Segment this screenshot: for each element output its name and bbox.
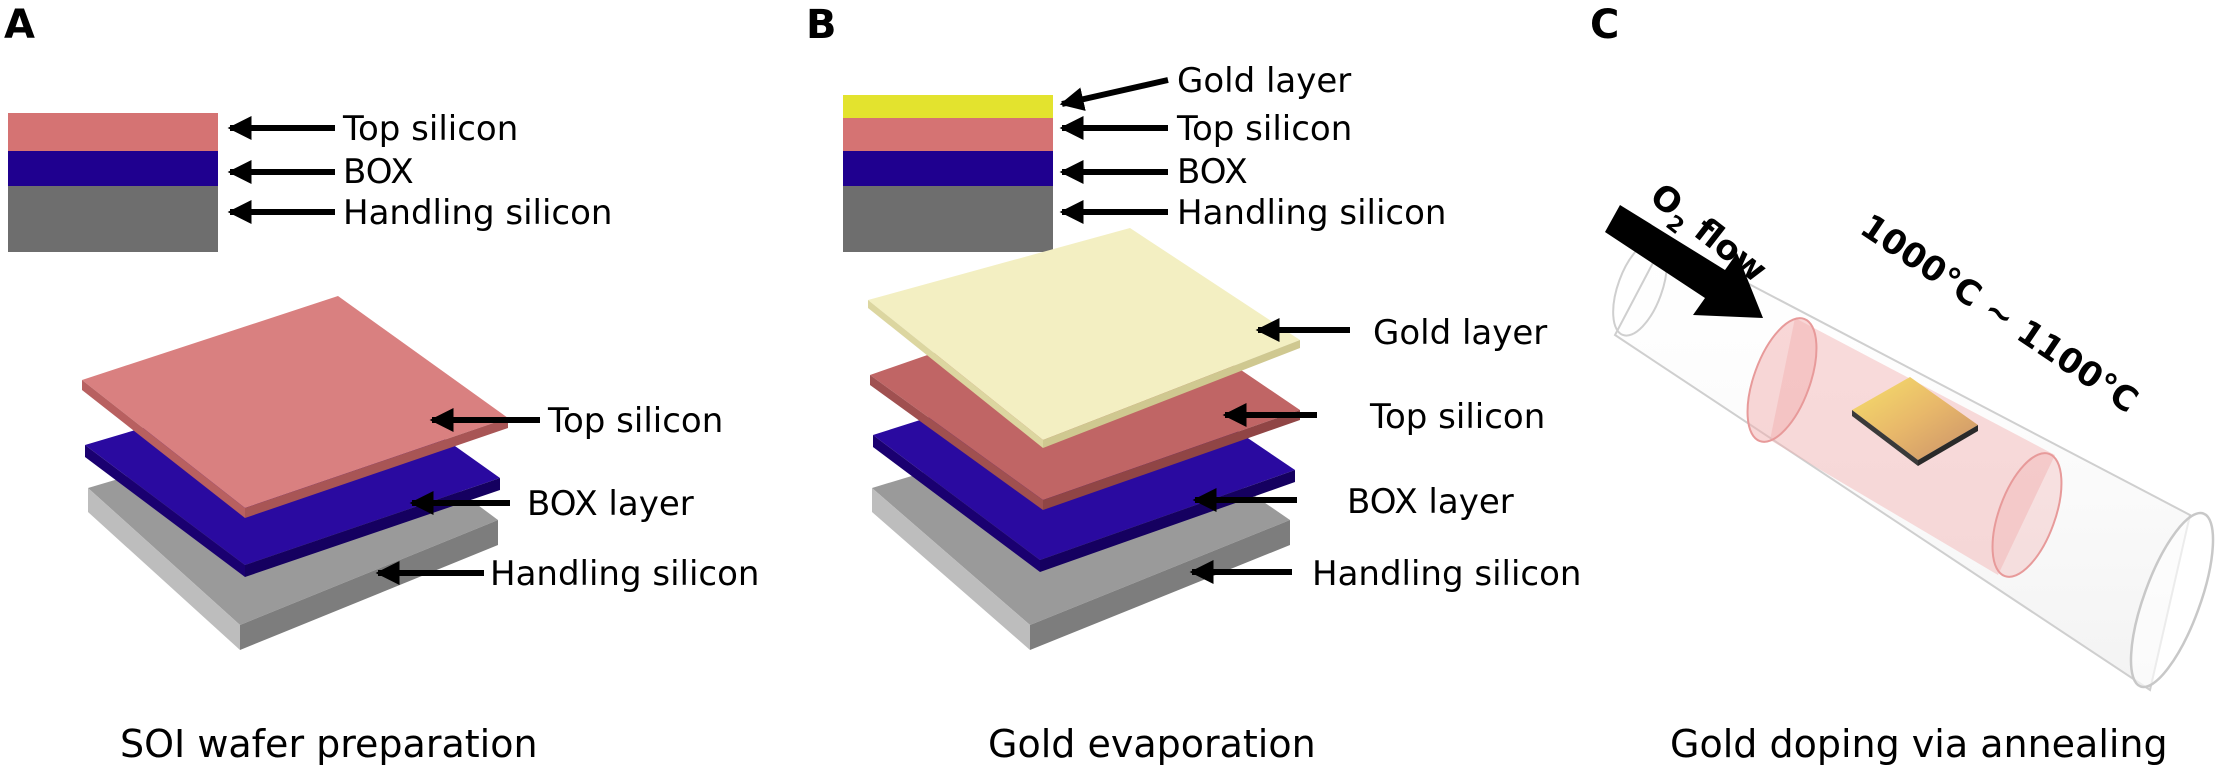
- panel-a-top-silicon-bar: [8, 113, 218, 151]
- panel-a-stack-label-box: BOX layer: [527, 484, 694, 524]
- panel-b-stack-label-gold: Gold layer: [1373, 313, 1547, 353]
- panel-b: B Gold layer Top silicon BOX Handling si…: [806, 2, 1581, 766]
- panel-b-bar-label-box: BOX: [1177, 152, 1248, 192]
- o2-flow-arrow: [1605, 205, 1763, 318]
- panel-b-bar-label-gold: Gold layer: [1177, 61, 1351, 101]
- panel-b-stack-label-top-silicon: Top silicon: [1369, 397, 1545, 437]
- panel-a-bar-label-box: BOX: [343, 152, 414, 192]
- panel-b-stack-label-handling: Handling silicon: [1312, 554, 1581, 594]
- panel-c-letter: C: [1590, 2, 1619, 48]
- panel-a-letter: A: [4, 2, 35, 48]
- panel-b-letter: B: [806, 2, 837, 48]
- panel-c: C O2 flow 1000°C ~ 1100°C Gold doping vi…: [1590, 2, 2215, 766]
- panel-a-stack-label-handling: Handling silicon: [490, 554, 759, 594]
- panel-b-bar-label-top-silicon: Top silicon: [1176, 109, 1352, 149]
- panel-a-handling-bar: [8, 186, 218, 252]
- panel-b-stack-label-box: BOX layer: [1347, 482, 1514, 522]
- panel-a-top-silicon-plate: [82, 296, 508, 518]
- panel-c-caption: Gold doping via annealing: [1670, 722, 2168, 766]
- panel-a: A Top silicon BOX Handling silicon: [4, 2, 759, 766]
- quartz-tube: [1612, 238, 2215, 692]
- panel-a-box-bar: [8, 151, 218, 186]
- panel-b-box-bar: [843, 151, 1053, 186]
- panel-b-top-silicon-bar: [843, 118, 1053, 151]
- panel-a-bar-label-handling: Handling silicon: [343, 193, 612, 233]
- panel-b-gold-bar: [843, 95, 1053, 118]
- panel-b-bar-label-handling: Handling silicon: [1177, 193, 1446, 233]
- panel-b-bar-arrow-1: [1059, 77, 1169, 111]
- panel-a-caption: SOI wafer preparation: [120, 722, 538, 766]
- panel-b-handling-bar: [843, 186, 1053, 252]
- gold-doped-chip: [1852, 377, 1978, 466]
- panel-a-stack-label-top-silicon: Top silicon: [547, 401, 723, 441]
- panel-b-gold-plate: [868, 228, 1300, 448]
- panel-b-caption: Gold evaporation: [988, 722, 1316, 766]
- panel-a-bar-label-top-silicon: Top silicon: [342, 109, 518, 149]
